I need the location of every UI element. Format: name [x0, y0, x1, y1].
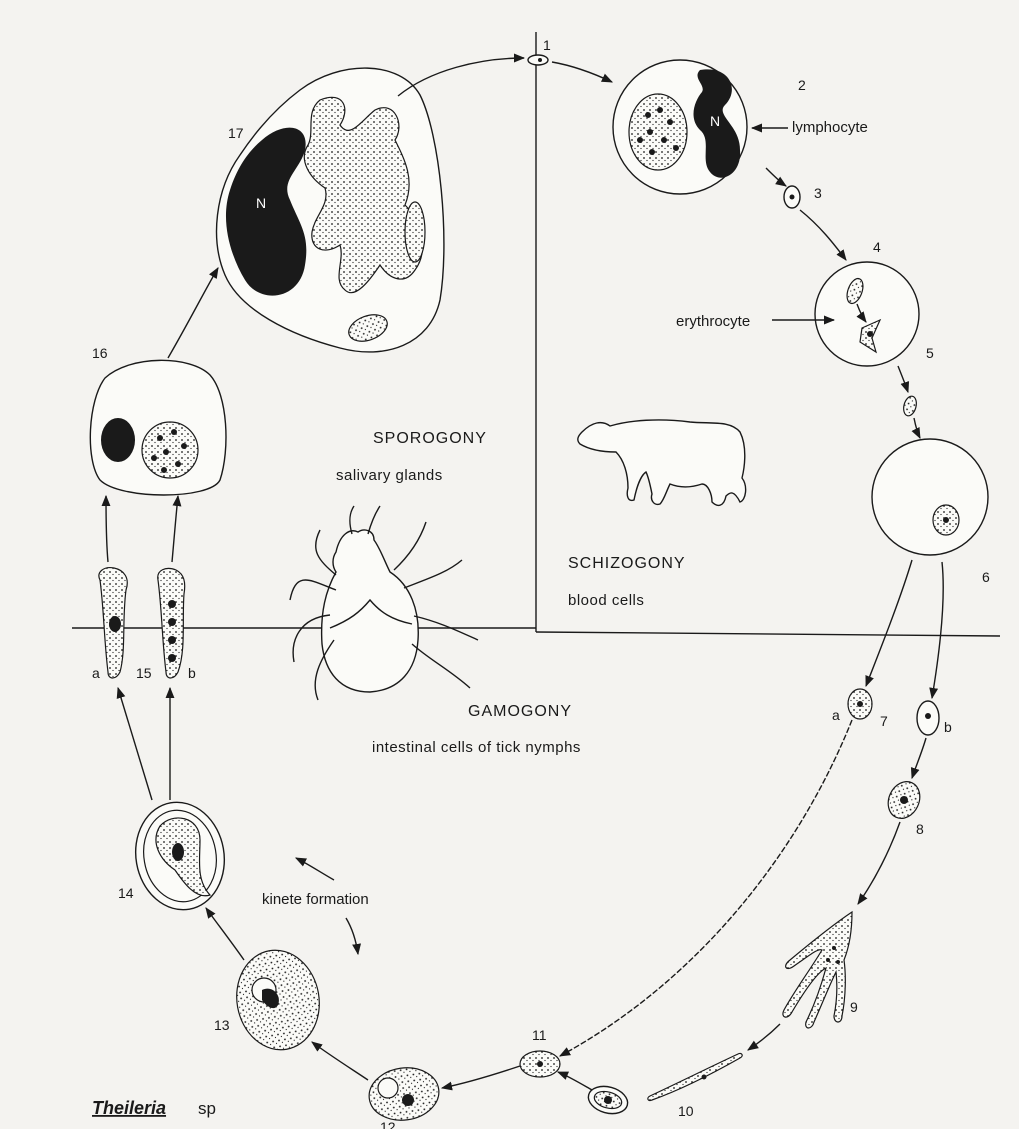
- stage-number-3: 3: [814, 185, 822, 201]
- stage-7b-letter: b: [944, 719, 952, 735]
- stage-number-10: 10: [678, 1103, 694, 1119]
- stage-17-salivary-gland-cell: [217, 68, 444, 352]
- nucleus-label-17: N: [256, 195, 266, 211]
- arrow-free-to-6: [914, 418, 920, 438]
- arrow-15a-to-16: [106, 496, 108, 562]
- stage-number-16: 16: [92, 345, 108, 361]
- stage-15b-kinete: [158, 568, 185, 678]
- stage-number-11: 11: [532, 1027, 547, 1043]
- stage-11: [520, 1051, 560, 1077]
- stage-number-13: 13: [214, 1017, 230, 1033]
- arrow-9-to-10: [748, 1024, 780, 1050]
- arrow-16-to-17: [168, 268, 218, 358]
- stage-number-9: 9: [850, 999, 858, 1015]
- arrow-2-to-3: [766, 168, 786, 186]
- schizogony-subtitle: blood cells: [568, 592, 644, 609]
- stage-4-5-erythrocyte: [815, 262, 919, 366]
- stage-12-zygote: [366, 1063, 443, 1124]
- stage-number-4: 4: [873, 239, 881, 255]
- stage-number-5: 5: [926, 345, 934, 361]
- stage-6-erythrocyte: [872, 439, 988, 555]
- stage-number-15: 15: [136, 665, 152, 681]
- gamogony-title: GAMOGONY: [468, 703, 572, 720]
- stage-15a-letter: a: [92, 665, 100, 681]
- stage-10-microgamete: [585, 1053, 742, 1117]
- stage-number-14: 14: [118, 885, 134, 901]
- schizogony-title: SCHIZOGONY: [568, 555, 686, 572]
- sporogony-subtitle: salivary glands: [336, 467, 443, 484]
- stage-2-lymphocyte: [613, 60, 747, 194]
- stage-number-8: 8: [916, 821, 924, 837]
- free-merozoite: [902, 395, 919, 417]
- arrow-7a-to-11: [560, 720, 852, 1056]
- tick-vector-illustration: [290, 506, 478, 700]
- arrow-5-to-free: [898, 366, 908, 392]
- arrow-1-to-2: [552, 62, 612, 82]
- arrow-15b-to-16: [172, 496, 178, 562]
- stage-7a-letter: a: [832, 707, 840, 723]
- stage-16-salivary-cell: [90, 360, 226, 495]
- arrow-13-to-14: [206, 908, 244, 960]
- arrow-8-to-9: [858, 822, 900, 904]
- stage-number-17: 17: [228, 125, 244, 141]
- stage-7a-gamont: [848, 689, 872, 719]
- caption-species: sp: [198, 1099, 216, 1118]
- stage-number-6: 6: [982, 569, 990, 585]
- stage-7b-gamont: [917, 701, 939, 735]
- arrow-7b-to-8: [912, 738, 926, 778]
- arrow-3-to-4: [800, 210, 846, 260]
- erythrocyte-label: erythrocyte: [676, 313, 750, 330]
- stage-15a-kinete: [99, 568, 127, 678]
- arrow-12-to-13: [312, 1042, 368, 1080]
- kinete-arrow-up: [296, 858, 334, 880]
- horizontal-divider-right: [536, 632, 1000, 636]
- gamogony-subtitle: intestinal cells of tick nymphs: [372, 739, 581, 756]
- sporogony-title: SPOROGONY: [373, 430, 487, 447]
- arrow-14-to-15a: [118, 688, 152, 800]
- stage-number-1: 1: [543, 37, 551, 53]
- stage-3-merozoite: [784, 186, 800, 208]
- stage-8: [882, 776, 925, 823]
- caption-genus: Theileria: [92, 1098, 166, 1118]
- stage-number-2: 2: [798, 77, 806, 93]
- arrow-6-to-7a: [866, 560, 912, 686]
- stage-number-12: 12: [380, 1119, 396, 1129]
- arrow-6-to-7b: [932, 562, 943, 698]
- kinete-formation-label: kinete formation: [262, 891, 369, 908]
- arrow-10-to-11: [558, 1072, 592, 1090]
- cow-host-illustration: [578, 420, 746, 505]
- lymphocyte-label: lymphocyte: [792, 119, 868, 136]
- stage-13: [229, 944, 327, 1057]
- stage-number-7: 7: [880, 713, 888, 729]
- arrow-11-to-12: [442, 1066, 520, 1088]
- stage-15b-letter: b: [188, 665, 196, 681]
- kinete-arrow-down: [346, 918, 358, 954]
- stage-1-sporozoite: [528, 55, 548, 65]
- stage-9-ray-body: [783, 912, 852, 1028]
- nucleus-label-2: N: [710, 113, 720, 129]
- stage-14-kinete: [127, 795, 232, 917]
